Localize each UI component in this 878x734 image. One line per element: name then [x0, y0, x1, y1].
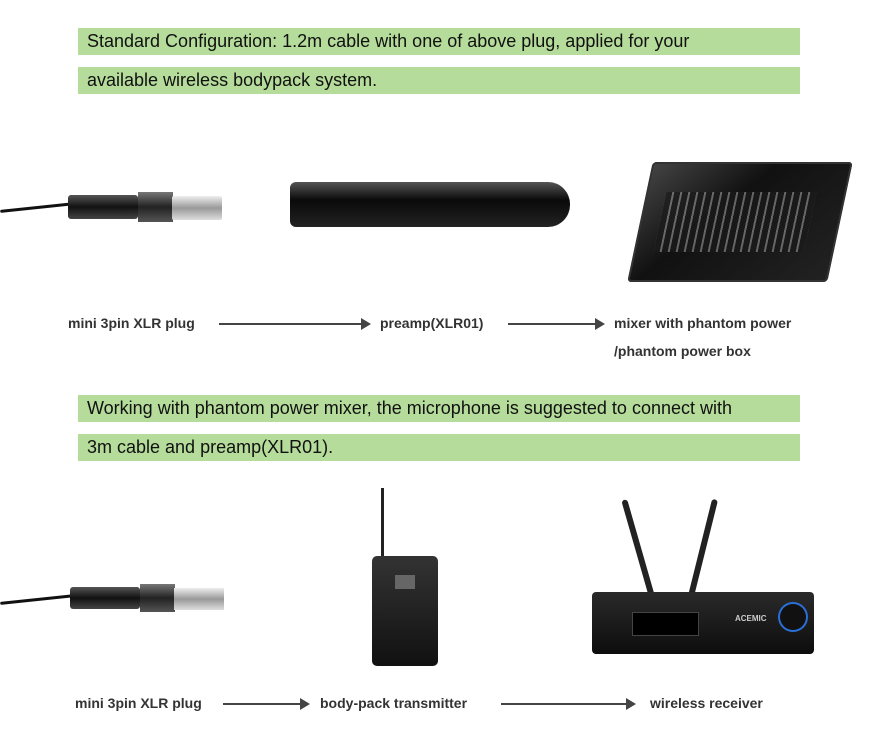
config-banner-line2: available wireless bodypack system.	[78, 67, 800, 94]
flow1-step2: preamp(XLR01)	[380, 315, 484, 331]
flow1-step3: mixer with phantom power	[614, 315, 792, 331]
arrow-icon	[223, 698, 310, 710]
phantom-banner-line1: Working with phantom power mixer, the mi…	[78, 395, 800, 422]
mixer-image	[627, 162, 853, 282]
config-banner-line1: Standard Configuration: 1.2m cable with …	[78, 28, 800, 55]
flow2-step1: mini 3pin XLR plug	[75, 695, 202, 711]
receiver-brand: ACEMIC	[735, 614, 767, 623]
flow1-step3-cont: /phantom power box	[614, 343, 751, 359]
arrow-icon	[508, 318, 605, 330]
flow2-step3: wireless receiver	[650, 695, 763, 711]
flow2-step2: body-pack transmitter	[320, 695, 468, 711]
flow1-step1: mini 3pin XLR plug	[68, 315, 195, 331]
preamp-image	[290, 182, 570, 227]
phantom-banner-line2: 3m cable and preamp(XLR01).	[78, 434, 800, 461]
arrow-icon	[501, 698, 636, 710]
arrow-icon	[219, 318, 371, 330]
